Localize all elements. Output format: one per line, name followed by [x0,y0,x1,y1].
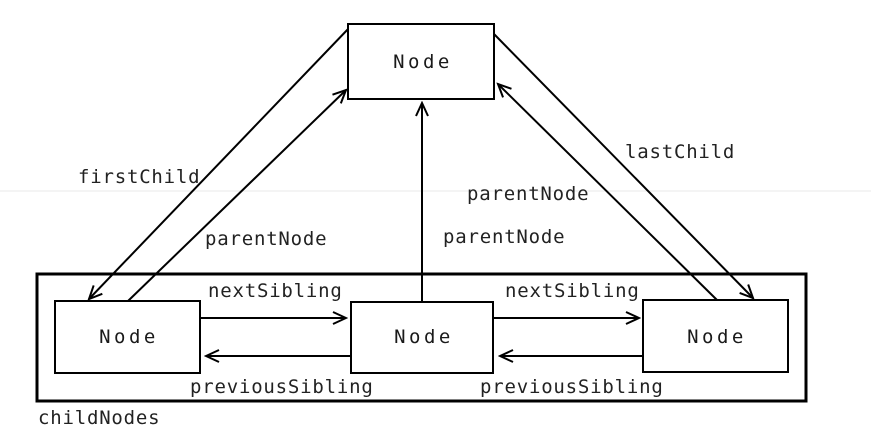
child-node-middle-label: Node [394,326,454,348]
previous-sibling-left-label: previousSibling [190,376,374,398]
child-node-left-label: Node [99,326,159,348]
child-node-box-middle [350,301,494,374]
parent-node-right-arrow [498,84,718,301]
previous-sibling-right-label: previousSibling [480,376,664,398]
child-nodes-label: childNodes [38,407,160,429]
next-sibling-left-label: nextSibling [208,280,343,302]
last-child-label: lastChild [625,141,735,163]
child-node-box-left [54,300,201,374]
child-node-right-label: Node [687,326,747,348]
first-child-arrow [89,26,351,299]
last-child-arrow [493,33,753,298]
next-sibling-right-label: nextSibling [505,280,640,302]
parent-node-right-label: parentNode [467,183,589,205]
parent-node-left-label: parentNode [205,228,327,250]
parent-node-middle-label: parentNode [443,226,565,248]
child-node-box-right [642,299,789,373]
parent-node-left-arrow [127,90,346,302]
parent-node-label: Node [393,51,453,73]
first-child-label: firstChild [78,166,200,188]
parent-node-box [347,23,495,100]
